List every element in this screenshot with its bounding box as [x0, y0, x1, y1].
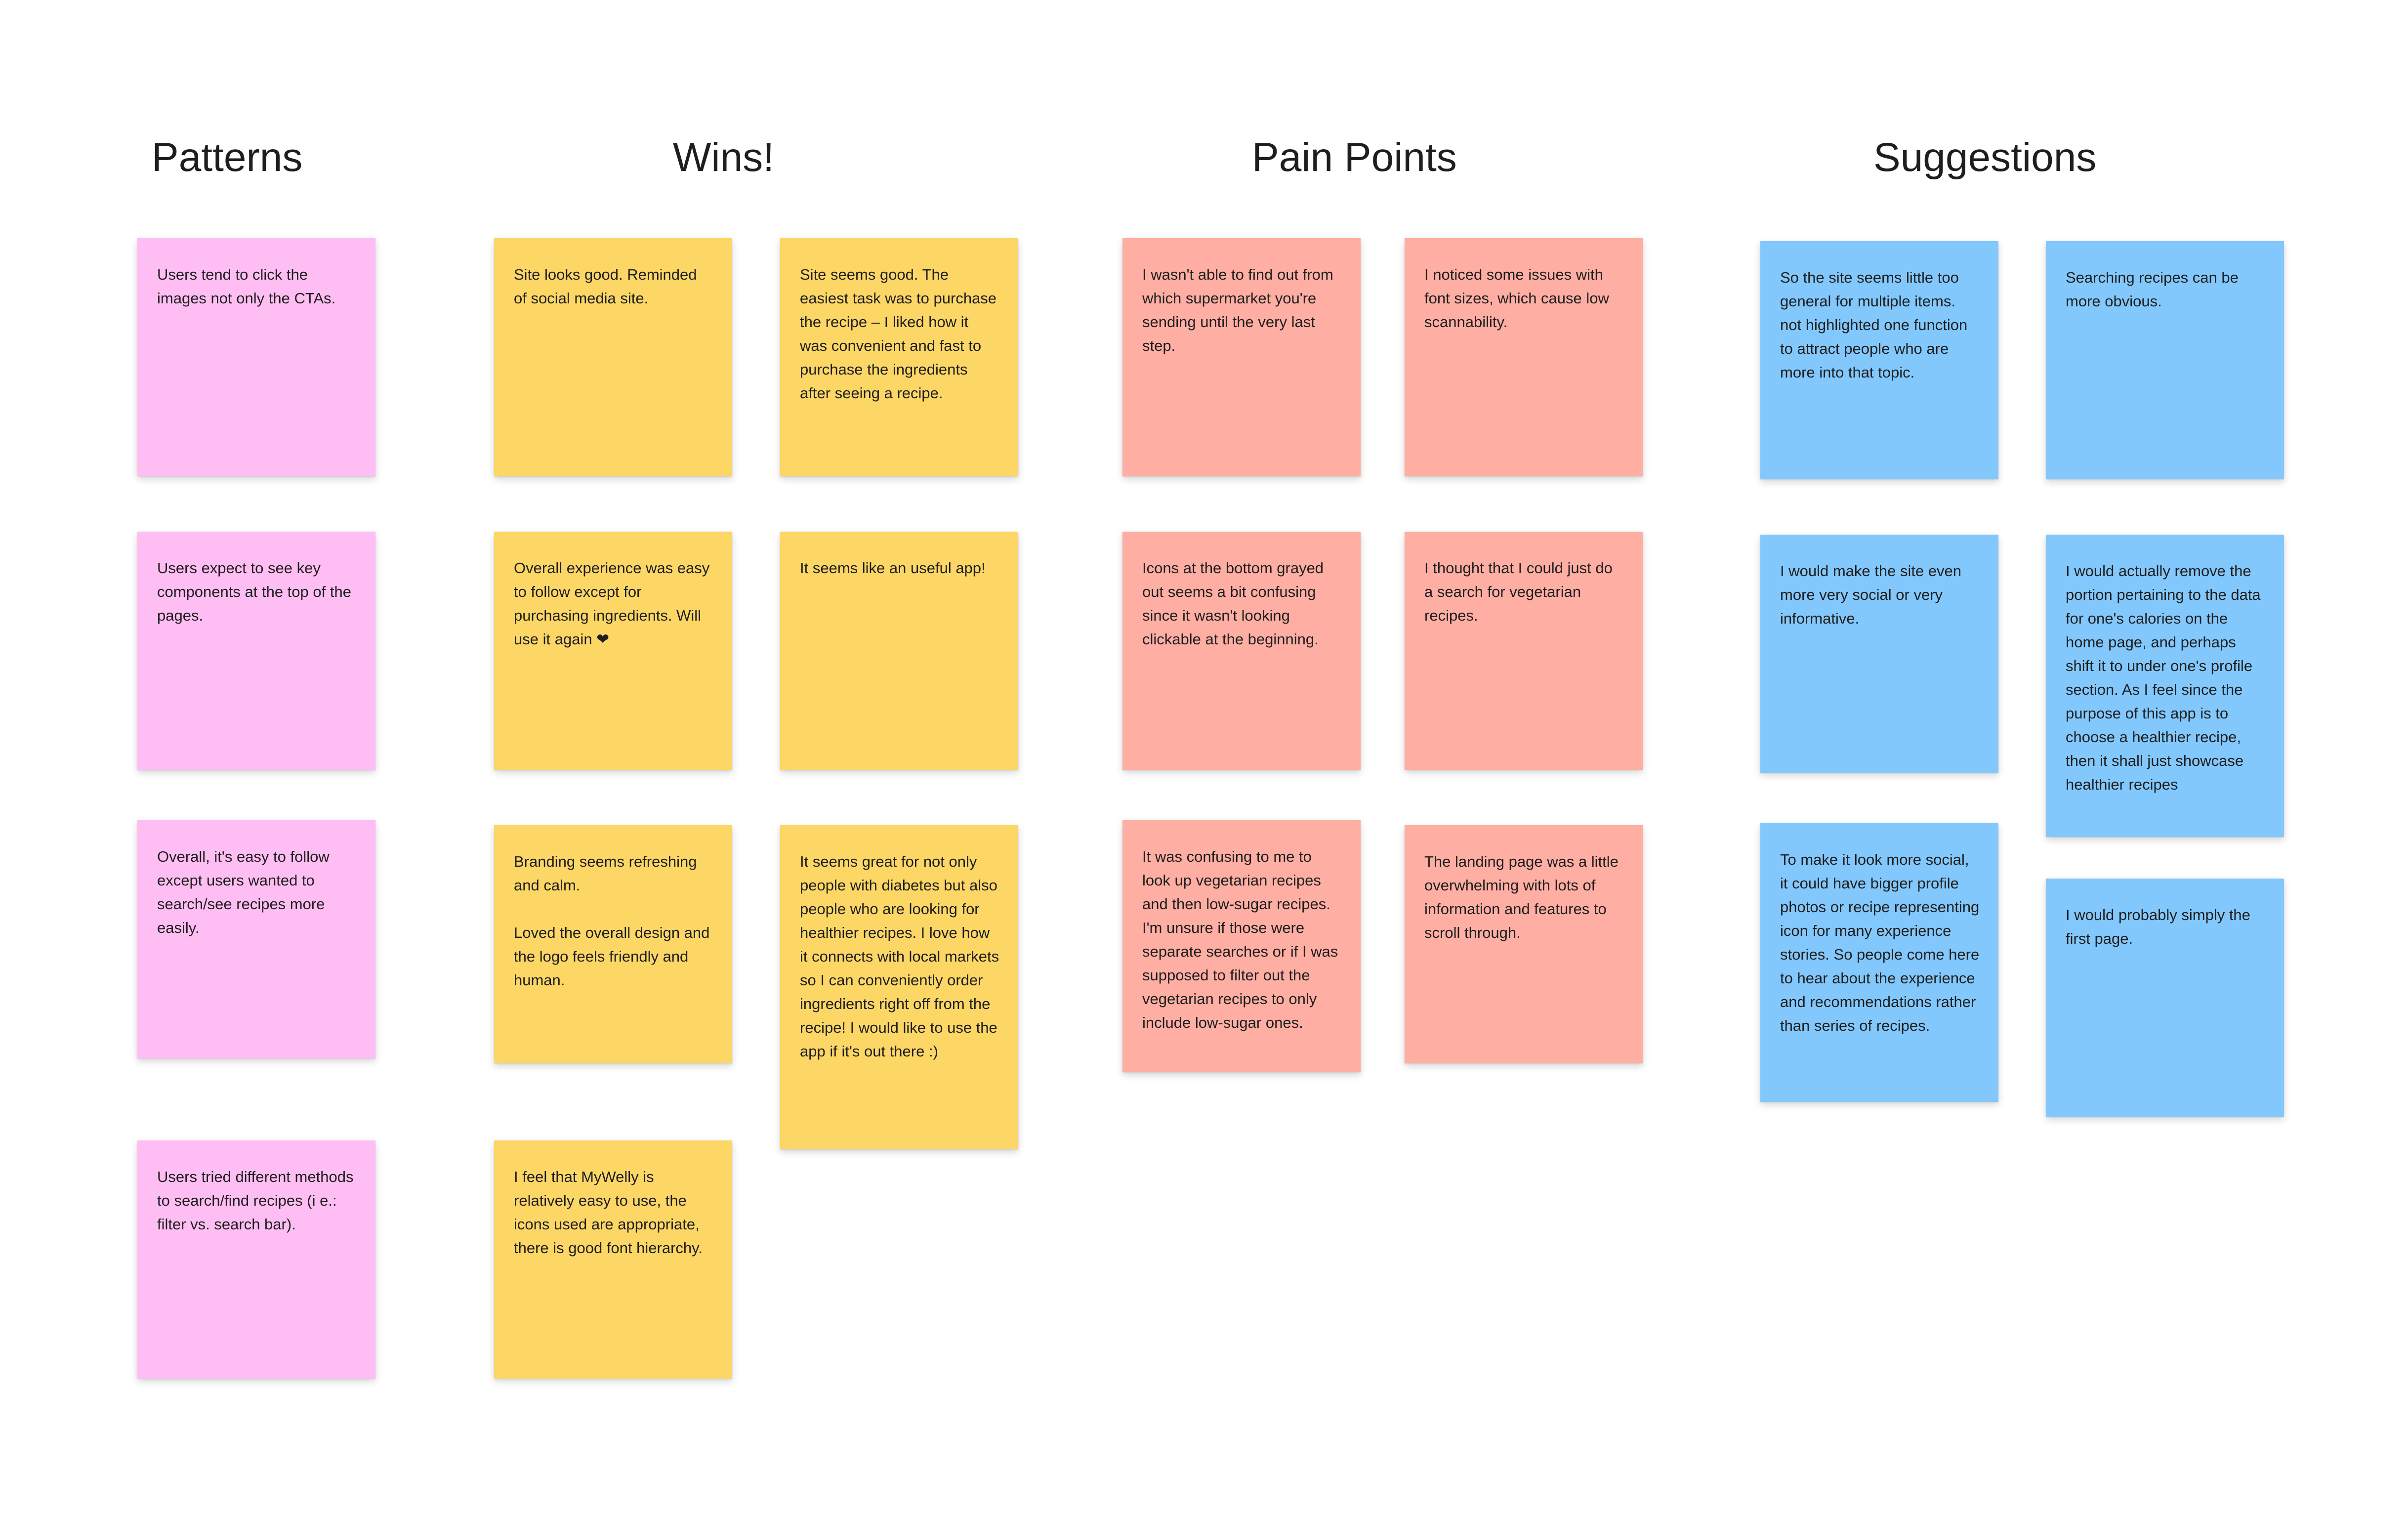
- sticky-note-wins-1[interactable]: Site looks good. Reminded of social medi…: [494, 238, 732, 476]
- sticky-note-wins-4[interactable]: It seems like an useful app!: [780, 532, 1018, 770]
- sticky-note-wins-3[interactable]: Overall experience was easy to follow ex…: [494, 532, 732, 770]
- sticky-note-wins-2[interactable]: Site seems good. The easiest task was to…: [780, 238, 1018, 476]
- sticky-note-pain-points-5[interactable]: It was confusing to me to look up vegeta…: [1122, 820, 1361, 1072]
- sticky-note-patterns-3[interactable]: Overall, it's easy to follow except user…: [137, 820, 375, 1058]
- sticky-note-patterns-2[interactable]: Users expect to see key components at th…: [137, 532, 375, 770]
- sticky-note-pain-points-2[interactable]: I noticed some issues with font sizes, w…: [1405, 238, 1643, 476]
- column-heading-suggestions: Suggestions: [1873, 135, 2097, 180]
- sticky-note-suggestions-5[interactable]: To make it look more social, it could ha…: [1760, 823, 1998, 1102]
- sticky-note-suggestions-1[interactable]: So the site seems little too general for…: [1760, 241, 1998, 479]
- sticky-note-suggestions-4[interactable]: I would actually remove the portion pert…: [2046, 535, 2284, 837]
- sticky-note-suggestions-3[interactable]: I would make the site even more very soc…: [1760, 535, 1998, 773]
- column-heading-wins: Wins!: [673, 135, 774, 180]
- sticky-note-pain-points-6[interactable]: The landing page was a little overwhelmi…: [1405, 825, 1643, 1063]
- sticky-note-pain-points-4[interactable]: I thought that I could just do a search …: [1405, 532, 1643, 770]
- sticky-note-suggestions-6[interactable]: I would probably simply the first page.: [2046, 879, 2284, 1117]
- sticky-note-patterns-4[interactable]: Users tried different methods to search/…: [137, 1140, 375, 1379]
- sticky-note-pain-points-1[interactable]: I wasn't able to find out from which sup…: [1122, 238, 1361, 476]
- sticky-note-wins-5[interactable]: Branding seems refreshing and calm. Love…: [494, 825, 732, 1063]
- sticky-note-wins-6[interactable]: It seems great for not only people with …: [780, 825, 1018, 1149]
- column-heading-patterns: Patterns: [152, 135, 303, 180]
- sticky-note-wins-7[interactable]: I feel that MyWelly is relatively easy t…: [494, 1140, 732, 1379]
- sticky-note-pain-points-3[interactable]: Icons at the bottom grayed out seems a b…: [1122, 532, 1361, 770]
- column-heading-pain-points: Pain Points: [1252, 135, 1457, 180]
- sticky-note-suggestions-2[interactable]: Searching recipes can be more obvious.: [2046, 241, 2284, 479]
- sticky-note-patterns-1[interactable]: Users tend to click the images not only …: [137, 238, 375, 476]
